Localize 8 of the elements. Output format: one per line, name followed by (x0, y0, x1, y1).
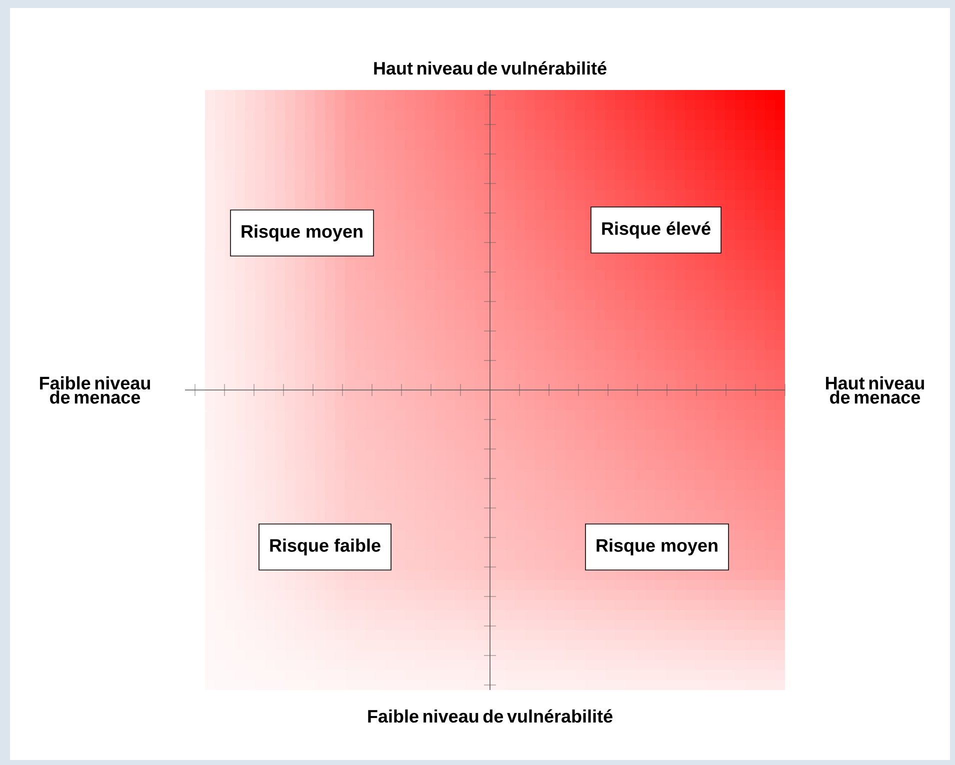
risk-box: Risque moyen (585, 524, 729, 570)
risk-box: Risque moyen (230, 210, 374, 256)
risk-box: Risque élevé (590, 206, 722, 254)
axis-label: Faible niveau de menace (40, 376, 150, 404)
axis-label: Haut niveau de vulnérabilité (374, 61, 606, 75)
axis-label: Haut niveau de menace (826, 376, 924, 404)
axis-label: Faible niveau de vulnérabilité (368, 709, 612, 723)
risk-box: Risque faible (258, 524, 392, 570)
